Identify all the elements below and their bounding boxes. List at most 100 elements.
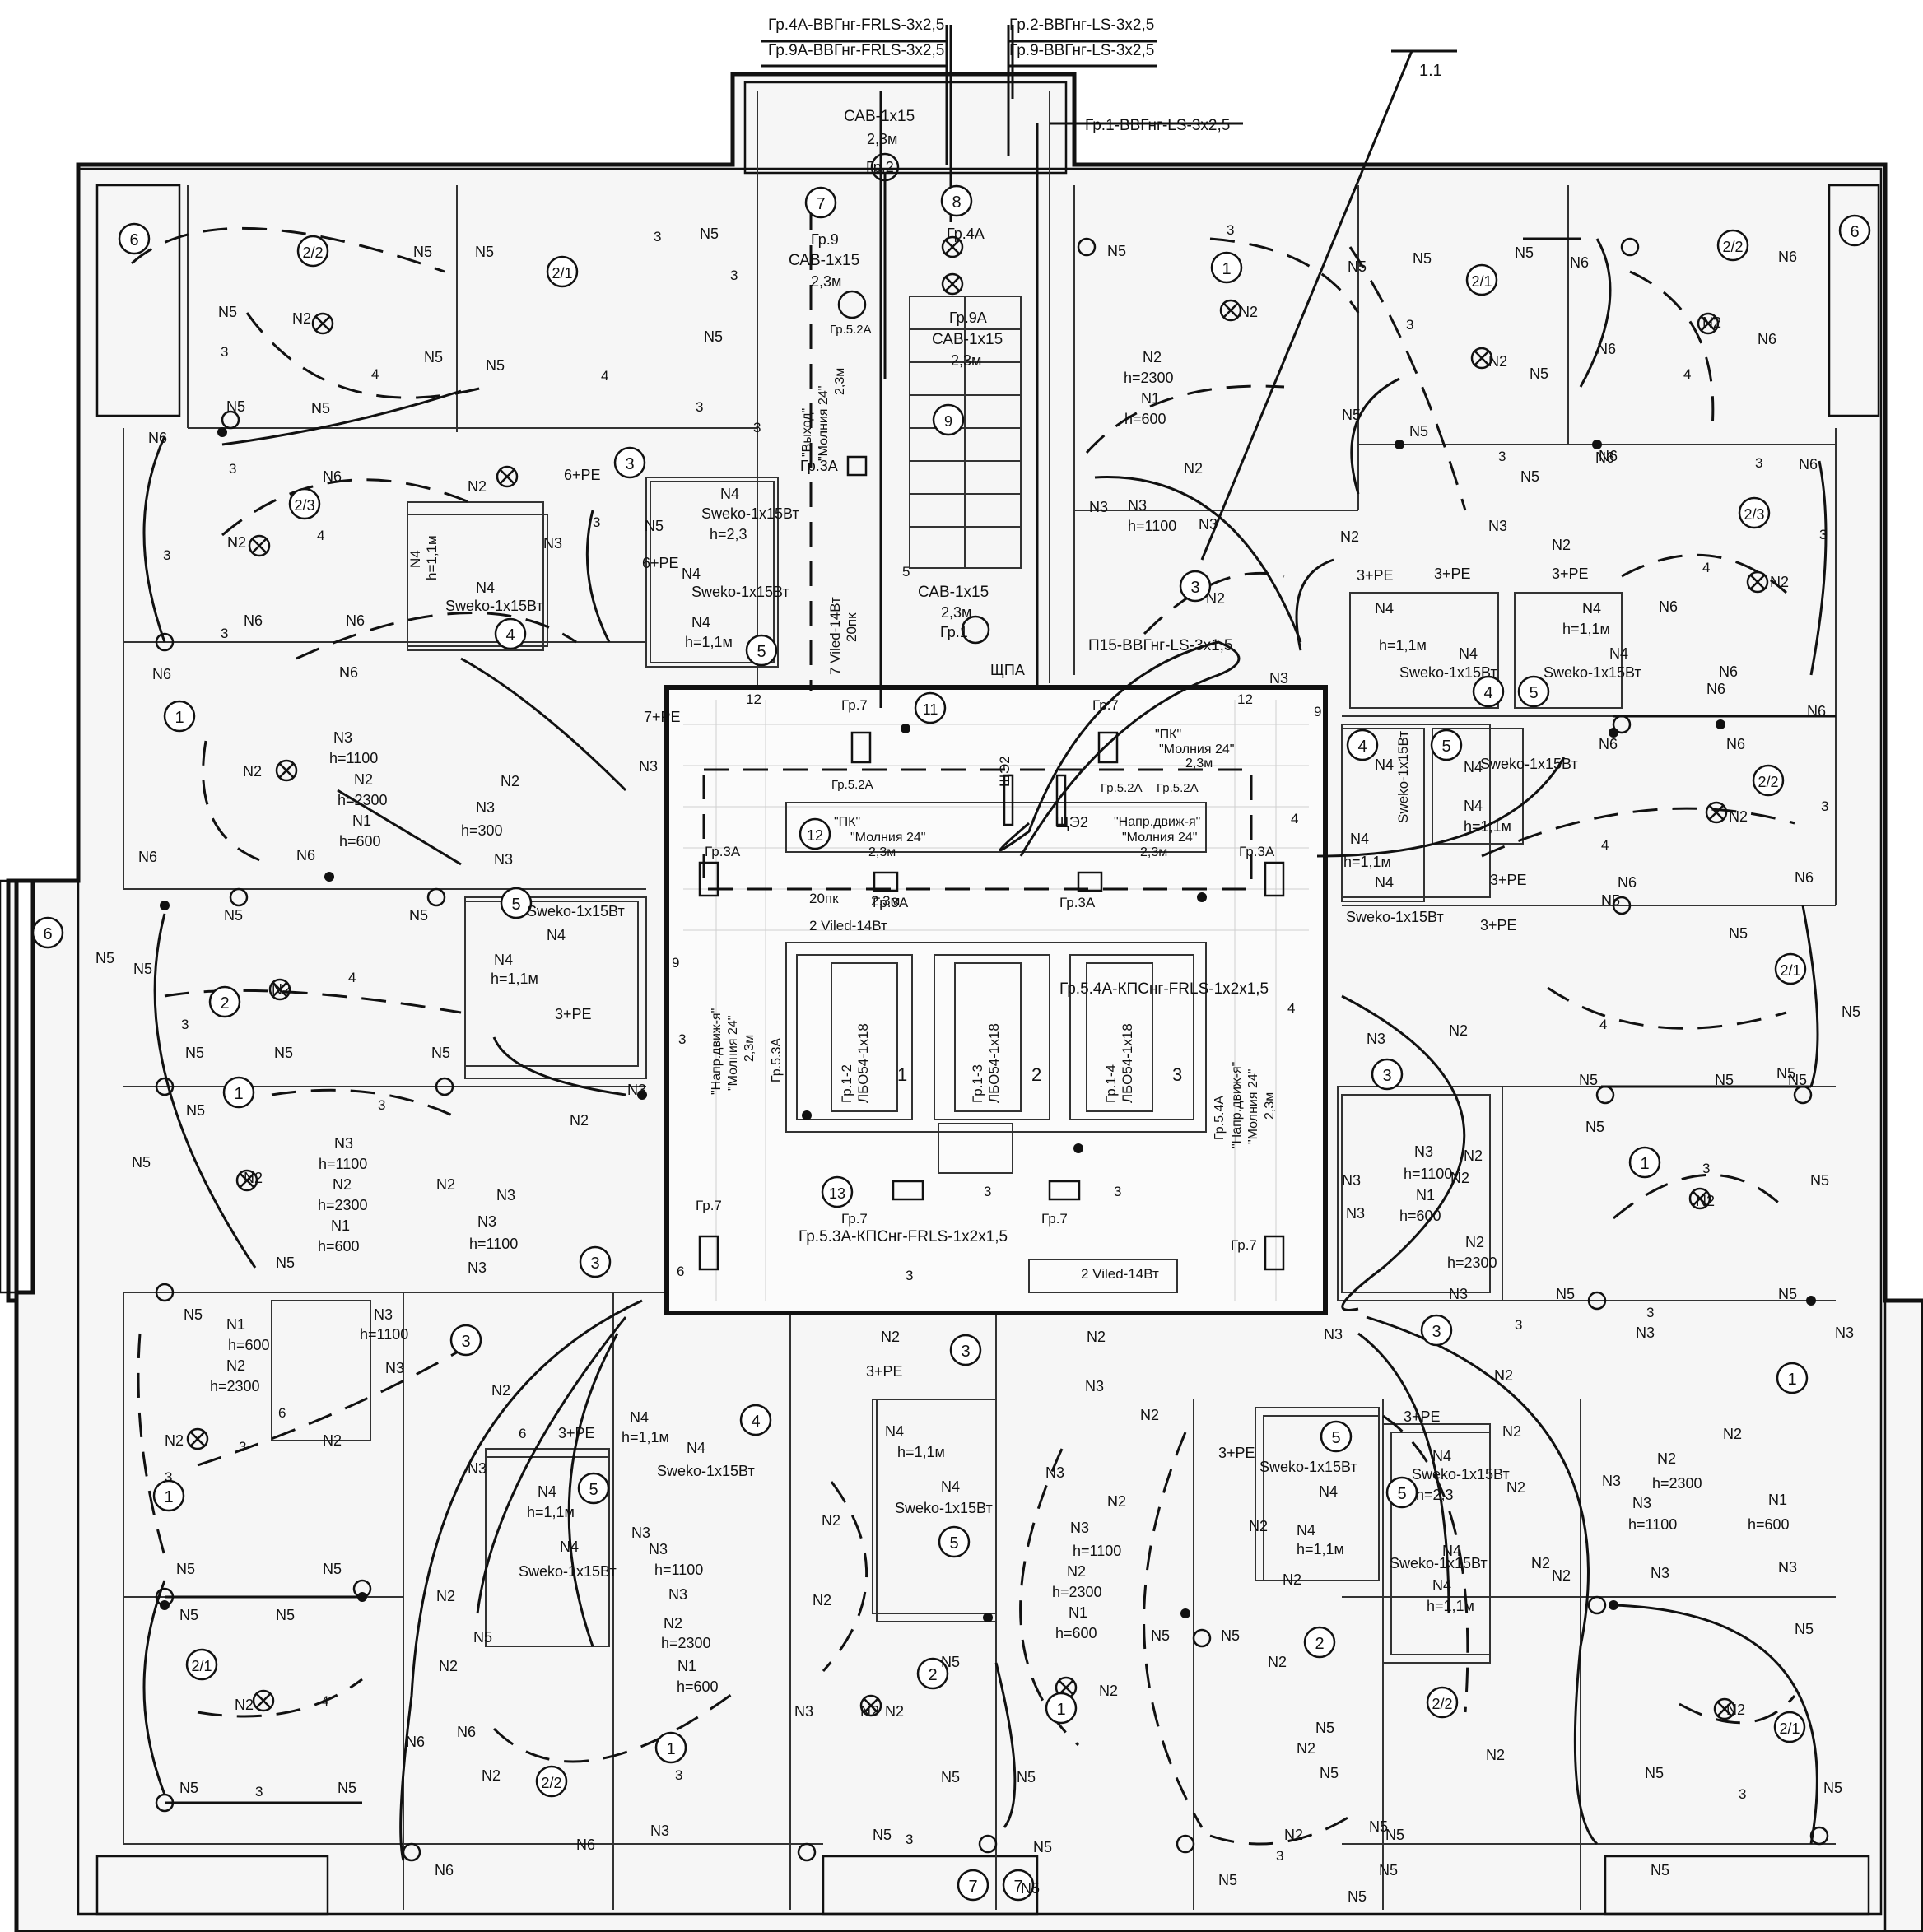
svg-text:N2: N2: [1283, 1571, 1301, 1588]
svg-text:3: 3: [593, 514, 600, 530]
svg-text:N5: N5: [1823, 1780, 1842, 1796]
svg-text:h=2300: h=2300: [318, 1197, 368, 1213]
svg-text:Sweko-1х15Вт: Sweko-1х15Вт: [1412, 1466, 1510, 1483]
svg-text:h=1100: h=1100: [1073, 1543, 1121, 1559]
ceiling-light-icon: [186, 299, 1769, 1720]
fixture-symbols: [155, 152, 1829, 1862]
svg-text:7+PE: 7+PE: [644, 709, 681, 725]
svg-text:2 Viled-14Вт: 2 Viled-14Вт: [809, 918, 887, 933]
svg-text:N5: N5: [224, 907, 243, 924]
svg-text:3: 3: [1819, 527, 1827, 542]
svg-text:Sweko-1х15Вт: Sweko-1х15Вт: [701, 505, 799, 522]
svg-text:N5: N5: [645, 518, 664, 534]
svg-text:N4: N4: [1464, 759, 1483, 775]
svg-text:2/2: 2/2: [1758, 774, 1778, 790]
svg-text:N5: N5: [179, 1780, 198, 1796]
svg-text:N6: N6: [152, 666, 171, 682]
svg-text:h=2300: h=2300: [1447, 1255, 1497, 1271]
svg-text:N3: N3: [334, 1135, 353, 1152]
room-marker: 5: [1517, 675, 1550, 708]
svg-text:N5: N5: [1776, 1065, 1795, 1082]
svg-text:4: 4: [371, 366, 379, 382]
svg-text:N5: N5: [338, 1780, 356, 1796]
svg-text:2,3м: 2,3м: [833, 368, 847, 395]
svg-text:6: 6: [1850, 223, 1859, 241]
svg-text:6: 6: [129, 231, 138, 249]
svg-text:3: 3: [1190, 579, 1199, 597]
svg-text:N4: N4: [941, 1478, 960, 1495]
svg-text:h=1100: h=1100: [469, 1236, 518, 1252]
svg-text:5: 5: [589, 1481, 598, 1499]
svg-text:4: 4: [348, 970, 356, 985]
svg-text:3: 3: [165, 1469, 172, 1485]
svg-text:h=1100: h=1100: [319, 1156, 367, 1172]
room-marker: 8: [940, 184, 973, 217]
svg-text:N2: N2: [881, 1329, 900, 1345]
room-marker: 3: [579, 1245, 612, 1278]
svg-text:N2: N2: [1657, 1450, 1676, 1467]
svg-text:ЛБО54-1х18: ЛБО54-1х18: [986, 1023, 1002, 1103]
svg-text:N5: N5: [873, 1827, 892, 1843]
svg-text:ЛБО54-1х18: ЛБО54-1х18: [855, 1023, 871, 1103]
svg-text:h=1,1м: h=1,1м: [1562, 621, 1610, 637]
room-marker: 1: [152, 1479, 185, 1512]
svg-text:N2: N2: [243, 763, 262, 780]
room-marker: 7: [804, 186, 837, 219]
svg-text:3: 3: [239, 1439, 246, 1455]
svg-text:N5: N5: [1221, 1627, 1240, 1644]
svg-text:Sweko-1х15Вт: Sweko-1х15Вт: [1390, 1555, 1488, 1571]
svg-text:5: 5: [1397, 1485, 1406, 1503]
svg-text:Гр.3А: Гр.3А: [705, 844, 741, 859]
staircase: [909, 296, 1022, 569]
svg-text:3: 3: [675, 1767, 682, 1783]
svg-text:N5: N5: [1645, 1765, 1664, 1781]
svg-text:2,3м: 2,3м: [1140, 845, 1167, 859]
svg-text:N5: N5: [1385, 1827, 1404, 1843]
svg-text:h=600: h=600: [1055, 1625, 1097, 1641]
svg-text:h=2,3: h=2,3: [710, 526, 747, 542]
svg-text:6+PE: 6+PE: [642, 555, 679, 571]
svg-text:h=1,1м: h=1,1м: [424, 535, 440, 580]
svg-text:Sweko-1х15Вт: Sweko-1х15Вт: [1480, 756, 1578, 772]
svg-text:N6: N6: [244, 612, 263, 629]
svg-text:Гр.9А: Гр.9А: [949, 310, 987, 326]
svg-text:ЛБО54-1х18: ЛБО54-1х18: [1120, 1023, 1135, 1103]
svg-text:N4: N4: [1582, 600, 1601, 617]
svg-text:3+PE: 3+PE: [1434, 566, 1471, 582]
svg-text:N2: N2: [1450, 1170, 1469, 1186]
svg-text:Гр.3А: Гр.3А: [1239, 844, 1275, 859]
svg-text:Гр.4А: Гр.4А: [947, 226, 985, 242]
svg-text:3+PE: 3+PE: [558, 1425, 595, 1441]
svg-text:N6: N6: [1599, 736, 1618, 752]
svg-text:1: 1: [666, 1740, 675, 1758]
svg-text:N4: N4: [560, 1539, 579, 1555]
svg-text:N1: N1: [331, 1217, 350, 1234]
svg-text:7: 7: [968, 1878, 977, 1896]
svg-text:N6: N6: [148, 430, 167, 446]
room-marker: 2/2: [1752, 764, 1785, 797]
svg-text:САВ-1х15: САВ-1х15: [932, 331, 1003, 348]
svg-text:N2: N2: [1488, 353, 1507, 370]
svg-text:3: 3: [730, 268, 738, 283]
svg-text:"Молния 24": "Молния 24": [1159, 743, 1234, 757]
svg-text:ЩЭ2: ЩЭ2: [1055, 814, 1088, 831]
svg-text:Sweko-1х15Вт: Sweko-1х15Вт: [1399, 664, 1497, 681]
room-markers: 6 2/2 2/1 3 2/3 4 5 1 6 2 5 1 3 3 1 4 5 …: [31, 184, 1871, 1902]
svg-text:3: 3: [906, 1268, 913, 1283]
svg-text:2,3м: 2,3м: [871, 893, 900, 909]
bathrooms: [271, 481, 1623, 1655]
svg-text:N2: N2: [354, 771, 373, 788]
svg-text:N2: N2: [822, 1512, 840, 1529]
svg-text:N1: N1: [1768, 1492, 1787, 1508]
svg-text:N2: N2: [1449, 1022, 1468, 1039]
svg-text:N6: N6: [457, 1724, 476, 1740]
svg-text:4: 4: [1601, 837, 1609, 853]
room-marker: 4: [739, 1404, 772, 1436]
svg-text:h=1,1м: h=1,1м: [685, 634, 733, 650]
svg-text:4: 4: [751, 1413, 760, 1431]
room-marker: 2/2: [535, 1765, 568, 1798]
svg-text:N3: N3: [627, 1082, 646, 1098]
svg-text:N5: N5: [1413, 250, 1432, 267]
room-marker: 2: [916, 1657, 949, 1690]
svg-text:2,3м: 2,3м: [1263, 1092, 1277, 1120]
